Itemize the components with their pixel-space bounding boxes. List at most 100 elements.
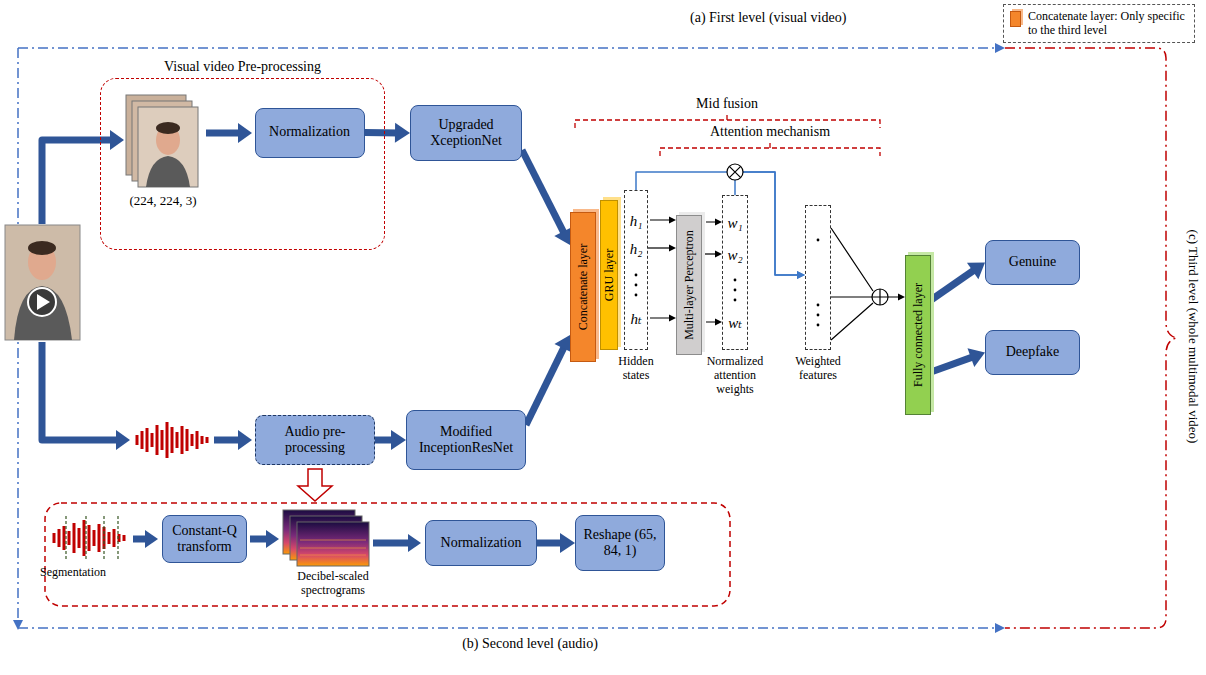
connector-line <box>526 344 565 425</box>
connector-line <box>365 129 400 136</box>
arrowhead <box>715 319 722 326</box>
symbol-circle <box>727 164 743 180</box>
level-caption: (b) Second level (audio) <box>405 636 655 652</box>
connector <box>648 245 676 252</box>
vector-entry: h₂ <box>625 239 647 259</box>
layer-label: Fully connected layer <box>912 283 924 387</box>
multiply-symbol <box>727 164 743 180</box>
dot <box>734 279 737 282</box>
vector-entry: w₁ <box>723 213 747 233</box>
connector-line <box>636 172 799 275</box>
flow-arrow <box>206 130 240 137</box>
region-heading: Visual video Pre-processing <box>71 59 414 75</box>
network-box: Upgraded XceptionNet <box>410 105 522 161</box>
spectrogram <box>297 522 369 566</box>
arrowhead <box>967 263 985 280</box>
box-label: Normalization <box>269 124 350 140</box>
level-caption: (c) Third level (whole multimodal video) <box>1186 186 1201 486</box>
connector-line <box>831 296 900 297</box>
connector-line <box>702 253 717 254</box>
dot <box>635 294 638 297</box>
layer-bar: Concatenate layer <box>570 212 596 362</box>
process-box: Audio pre-processing <box>255 415 375 465</box>
arrowhead <box>391 430 406 450</box>
arrowhead <box>116 430 130 450</box>
dot <box>635 274 638 277</box>
figure-caption: Segmentation <box>40 566 130 580</box>
symbol-cross <box>729 166 740 177</box>
box-label: Constant-Q transform <box>169 523 240 555</box>
arrowhead <box>715 251 722 258</box>
network-box: Modified InceptionResNet <box>406 410 526 470</box>
audio-waveform <box>137 422 207 458</box>
arrowhead <box>408 534 421 552</box>
layer-label: Multi-layer Perceptron <box>683 230 695 340</box>
connector <box>537 533 575 553</box>
row-arrows <box>650 220 873 340</box>
hair <box>156 122 180 134</box>
vector-column: Weighted features <box>805 205 831 350</box>
connector-line <box>522 150 565 236</box>
waveform-bars <box>54 520 124 556</box>
layer-bar: Fully connected layer <box>905 255 931 415</box>
arrowhead <box>110 130 124 150</box>
box-label: Modified InceptionResNet <box>413 424 519 456</box>
bracket <box>660 142 880 156</box>
box-label: Genuine <box>1009 254 1056 270</box>
video-thumbnail <box>5 225 80 340</box>
layer-label: Concatenate layer <box>577 244 589 330</box>
fan-line <box>831 228 873 340</box>
video-frames <box>126 95 198 187</box>
connector <box>702 251 722 258</box>
arrowhead <box>669 217 676 224</box>
connector <box>636 172 805 279</box>
process-box: Constant-Q transform <box>162 515 247 563</box>
dot <box>817 239 820 242</box>
arrowhead <box>995 43 1005 53</box>
flow-arrow <box>214 437 240 444</box>
shirt <box>14 286 72 340</box>
segment-markers <box>66 516 118 560</box>
output-box: Deepfake <box>985 330 1080 375</box>
thumbnail-frame <box>5 225 80 340</box>
connector <box>526 335 572 425</box>
dot <box>635 284 638 287</box>
vector-entry: wₜ <box>723 313 747 333</box>
connector <box>375 430 406 450</box>
arrowhead <box>995 623 1005 633</box>
connector-line <box>648 247 671 248</box>
legend-box: Concatenate layer: Only specific to the … <box>1003 4 1195 43</box>
vector-entry: h₁ <box>625 211 647 231</box>
process-box: Normalization <box>255 108 365 158</box>
arrowhead <box>395 123 410 143</box>
ellipsis-dots <box>635 239 820 327</box>
level-caption: (a) First level (visual video) <box>690 10 930 26</box>
arrowhead <box>898 294 905 301</box>
arrowhead <box>797 271 805 279</box>
legend-text: Concatenate layer: Only specific to the … <box>1028 9 1188 38</box>
box-label: Normalization <box>441 535 522 551</box>
flow-arrow <box>42 140 112 224</box>
box-label: Upgraded XceptionNet <box>417 117 515 149</box>
legend-swatch <box>1010 11 1021 27</box>
layer-bar: GRU layer <box>600 200 618 350</box>
segment-waveform <box>54 520 124 556</box>
dimension-label: (224, 224, 3) <box>118 194 208 209</box>
layer-label: GRU layer <box>603 249 615 301</box>
connector <box>931 348 985 372</box>
bracket-label: Mid fusion <box>667 96 787 112</box>
arrowhead <box>669 315 676 322</box>
arrowhead <box>13 620 23 630</box>
bracket-label: Attention mechanism <box>680 124 860 140</box>
vector-entry: w₂ <box>723 245 747 265</box>
column-caption: Normalized attention weights <box>695 355 775 396</box>
arrowhead <box>238 123 252 143</box>
vector-column: w₁w₂wₜNormalized attention weights <box>722 195 748 350</box>
arrowhead <box>238 430 252 450</box>
arrowhead <box>560 533 575 553</box>
box-label: Deepfake <box>1006 344 1060 360</box>
frame-arrowheads <box>13 43 1005 633</box>
dot <box>817 304 820 307</box>
process-box: Reshape (65, 84, 1) <box>575 515 665 571</box>
